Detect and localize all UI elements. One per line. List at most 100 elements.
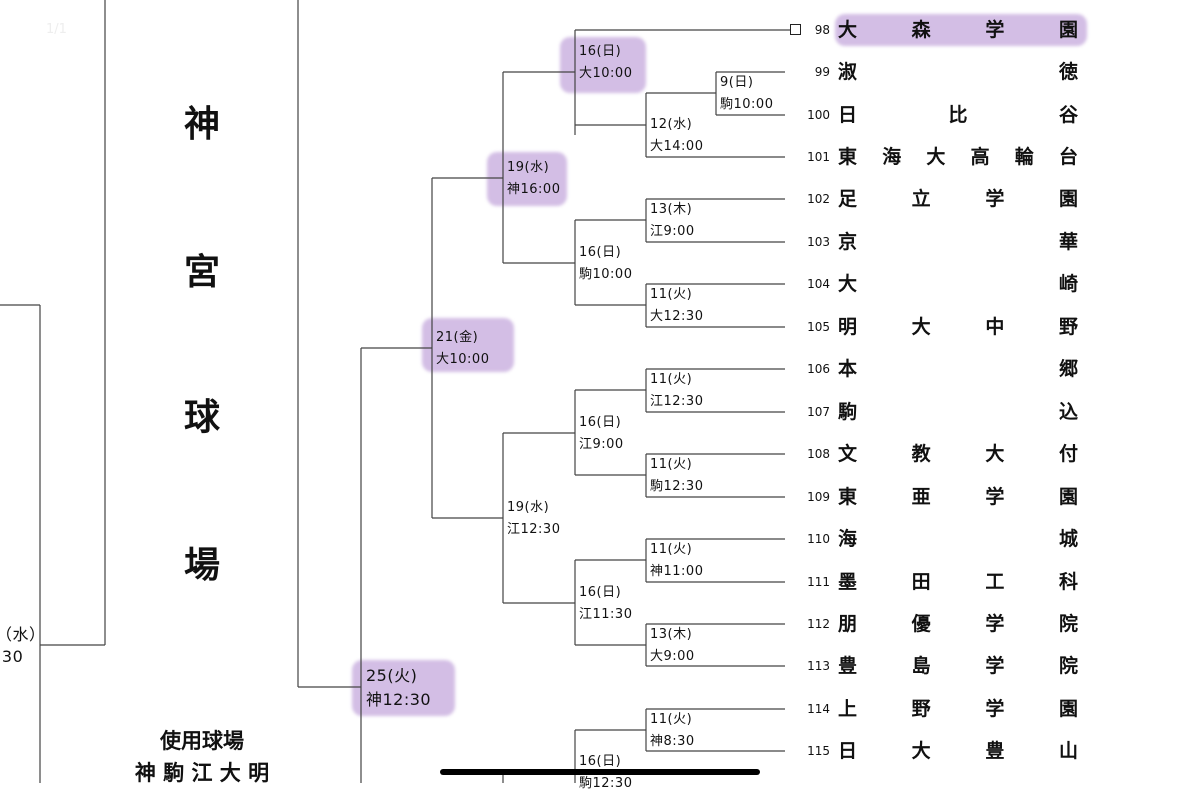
highlight-match xyxy=(422,318,514,372)
team-number: 102 xyxy=(807,192,830,206)
venue-char: 場 xyxy=(183,545,220,586)
team-name: 本郷 xyxy=(838,358,1078,380)
team-number: 110 xyxy=(807,532,830,546)
match-time: 江9:00 xyxy=(650,224,695,239)
match-time: 江12:30 xyxy=(650,394,704,409)
team-row: 111 墨田工科 xyxy=(800,567,1078,597)
team-number: 112 xyxy=(807,617,830,631)
team-row: 110 海城 xyxy=(800,524,1078,554)
team-number: 113 xyxy=(807,659,830,673)
team-row: 103 京華 xyxy=(800,227,1078,257)
match-date: 11(火) xyxy=(650,287,693,302)
team-number: 115 xyxy=(807,744,830,758)
team-row: 99 淑徳 xyxy=(800,57,1078,87)
team-row: 104 大崎 xyxy=(800,269,1078,299)
team-name: 文教大付 xyxy=(838,443,1078,465)
match-time: 江12:30 xyxy=(507,522,561,537)
match-date: 25(火) xyxy=(366,666,418,685)
match-date: 16(日) xyxy=(579,44,622,59)
team-number: 111 xyxy=(807,575,830,589)
team-name: 日大豊山 xyxy=(838,740,1078,762)
match-date: 11(火) xyxy=(650,457,693,472)
team-name: 駒込 xyxy=(838,401,1078,423)
team-number: 109 xyxy=(807,490,830,504)
partial-match-time: :30 xyxy=(0,647,24,666)
match-date: 21(金) xyxy=(436,330,479,345)
team-row: 102 足立学園 xyxy=(800,184,1078,214)
match-time: 大9:00 xyxy=(650,649,695,664)
team-number: 101 xyxy=(807,150,830,164)
match-time: 駒10:00 xyxy=(720,97,774,112)
page-indicator: 1/1 xyxy=(46,22,67,37)
match-date: 13(木) xyxy=(650,202,693,217)
match-date: 11(火) xyxy=(650,712,693,727)
team-number: 114 xyxy=(807,702,830,716)
highlight-match xyxy=(487,152,567,206)
team-name: 大森学園 xyxy=(838,19,1078,41)
team-name: 朋優学院 xyxy=(838,613,1078,635)
team-name: 墨田工科 xyxy=(838,571,1078,593)
match-time: 神11:00 xyxy=(650,564,704,579)
team-number: 100 xyxy=(807,108,830,122)
match-date: 12(水) xyxy=(650,117,693,132)
legend-title: 使用球場 xyxy=(160,729,244,753)
match-time: 神12:30 xyxy=(366,690,432,709)
match-time: 江11:30 xyxy=(579,607,633,622)
team-row: 115 日大豊山 xyxy=(800,736,1078,766)
team-row: 105 明大中野 xyxy=(800,312,1078,342)
team-name: 豊島学院 xyxy=(838,655,1078,677)
team-row: 114 上野学園 xyxy=(800,694,1078,724)
team-number: 106 xyxy=(807,362,830,376)
team-number: 107 xyxy=(807,405,830,419)
highlight-final-match xyxy=(835,14,1087,46)
match-time: 大10:00 xyxy=(436,352,490,367)
team-name: 東海大高輪台 xyxy=(838,146,1078,168)
team-row: 107 駒込 xyxy=(800,397,1078,427)
team-name: 海城 xyxy=(838,528,1078,550)
team-name: 大崎 xyxy=(838,273,1078,295)
team-name: 明大中野 xyxy=(838,316,1078,338)
team-number: 103 xyxy=(807,235,830,249)
match-time: 江9:00 xyxy=(579,437,624,452)
match-date: 16(日) xyxy=(579,415,622,430)
match-date: 19(水) xyxy=(507,160,550,175)
match-date: 16(日) xyxy=(579,585,622,600)
venue-char: 球 xyxy=(183,397,220,438)
team-row: 113 豊島学院 xyxy=(800,651,1078,681)
team-number: 108 xyxy=(807,447,830,461)
team-name: 京華 xyxy=(838,231,1078,253)
team-number: 104 xyxy=(807,277,830,291)
team-number: 105 xyxy=(807,320,830,334)
checkbox-marker xyxy=(790,24,801,35)
highlight-match xyxy=(560,37,646,93)
home-indicator[interactable] xyxy=(440,769,760,775)
match-time: 大12:30 xyxy=(650,309,704,324)
team-name: 上野学園 xyxy=(838,698,1078,720)
match-time: 神8:30 xyxy=(650,734,695,749)
team-number: 98 xyxy=(814,23,830,37)
team-row: 108 文教大付 xyxy=(800,439,1078,469)
match-date: 16(日) xyxy=(579,245,622,260)
match-time: 駒12:30 xyxy=(579,776,633,791)
venue-char: 宮 xyxy=(183,252,220,293)
team-name: 足立学園 xyxy=(838,188,1078,210)
legend-venues: 神 駒 江 大 明 xyxy=(134,761,270,785)
team-row: 101 東海大高輪台 xyxy=(800,142,1078,172)
match-date: 13(木) xyxy=(650,627,693,642)
team-name: 淑徳 xyxy=(838,61,1078,83)
match-date: 16(日) xyxy=(579,754,622,769)
venue-char: 神 xyxy=(183,104,220,145)
partial-match-date: （水） xyxy=(0,625,46,644)
highlight-match xyxy=(352,660,455,716)
match-time: 大10:00 xyxy=(579,66,633,81)
team-number: 99 xyxy=(814,65,830,79)
match-time: 大14:00 xyxy=(650,139,704,154)
match-date: 19(水) xyxy=(507,500,550,515)
match-time: 駒10:00 xyxy=(579,267,633,282)
match-date: 11(火) xyxy=(650,372,693,387)
match-date: 11(火) xyxy=(650,542,693,557)
team-row: 112 朋優学院 xyxy=(800,609,1078,639)
match-time: 駒12:30 xyxy=(650,479,704,494)
